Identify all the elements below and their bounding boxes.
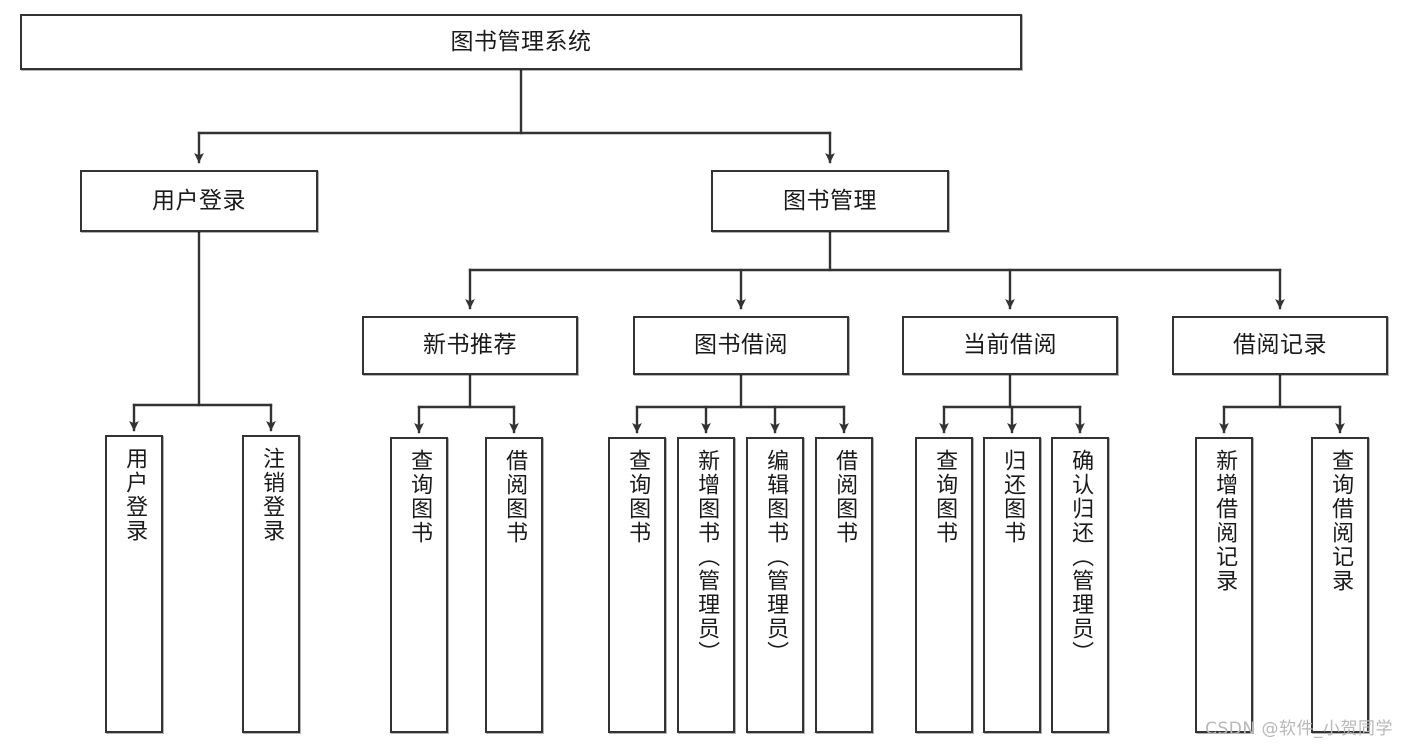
node-leaf-record-query[interactable]: 查询借阅记录 bbox=[1311, 437, 1369, 733]
node-book-management-label: 图书管理 bbox=[783, 187, 877, 214]
node-new-book-recommend-label: 新书推荐 bbox=[423, 332, 517, 359]
node-leaf-current-return-label: 归还图书 bbox=[1000, 449, 1026, 545]
node-current-borrow-label: 当前借阅 bbox=[963, 332, 1057, 359]
node-leaf-borrow-add[interactable]: 新增图书（管理员） bbox=[677, 437, 735, 733]
node-leaf-record-add-label: 新增借阅记录 bbox=[1212, 449, 1238, 593]
node-book-borrow[interactable]: 图书借阅 bbox=[633, 316, 849, 375]
node-leaf-new-book-query-label: 查询图书 bbox=[407, 449, 433, 545]
node-leaf-current-query-label: 查询图书 bbox=[932, 449, 958, 545]
node-leaf-borrow-borrow-label: 借阅图书 bbox=[832, 449, 858, 545]
node-root-system[interactable]: 图书管理系统 bbox=[20, 14, 1022, 70]
node-leaf-new-book-borrow-label: 借阅图书 bbox=[502, 449, 528, 545]
node-leaf-current-return[interactable]: 归还图书 bbox=[983, 437, 1041, 733]
node-leaf-borrow-edit-label: 编辑图书（管理员） bbox=[763, 449, 789, 665]
node-user-login[interactable]: 用户登录 bbox=[80, 170, 318, 232]
node-leaf-user-login-login-label: 用户登录 bbox=[122, 447, 148, 543]
node-leaf-borrow-query-label: 查询图书 bbox=[625, 449, 651, 545]
node-leaf-borrow-edit[interactable]: 编辑图书（管理员） bbox=[746, 437, 804, 733]
node-leaf-record-add[interactable]: 新增借阅记录 bbox=[1195, 437, 1253, 733]
node-book-borrow-label: 图书借阅 bbox=[694, 332, 788, 359]
node-current-borrow[interactable]: 当前借阅 bbox=[902, 316, 1118, 375]
node-root-system-label: 图书管理系统 bbox=[450, 28, 592, 55]
node-book-management[interactable]: 图书管理 bbox=[711, 170, 949, 232]
node-leaf-current-confirm-return[interactable]: 确认归还（管理员） bbox=[1051, 437, 1109, 733]
node-new-book-recommend[interactable]: 新书推荐 bbox=[362, 316, 578, 375]
node-user-login-label: 用户登录 bbox=[152, 187, 246, 214]
node-borrow-record[interactable]: 借阅记录 bbox=[1172, 316, 1388, 375]
node-leaf-borrow-add-label: 新增图书（管理员） bbox=[694, 449, 720, 665]
node-leaf-current-query[interactable]: 查询图书 bbox=[915, 437, 973, 733]
node-leaf-new-book-query[interactable]: 查询图书 bbox=[390, 437, 448, 733]
node-leaf-record-query-label: 查询借阅记录 bbox=[1328, 449, 1354, 593]
node-leaf-new-book-borrow[interactable]: 借阅图书 bbox=[485, 437, 543, 733]
node-leaf-user-login-login[interactable]: 用户登录 bbox=[105, 435, 163, 733]
node-leaf-user-login-logout-label: 注销登录 bbox=[259, 447, 285, 543]
node-borrow-record-label: 借阅记录 bbox=[1233, 332, 1327, 359]
node-leaf-user-login-logout[interactable]: 注销登录 bbox=[242, 435, 300, 733]
node-leaf-borrow-query[interactable]: 查询图书 bbox=[608, 437, 666, 733]
node-leaf-borrow-borrow[interactable]: 借阅图书 bbox=[815, 437, 873, 733]
node-leaf-current-confirm-return-label: 确认归还（管理员） bbox=[1068, 449, 1094, 665]
